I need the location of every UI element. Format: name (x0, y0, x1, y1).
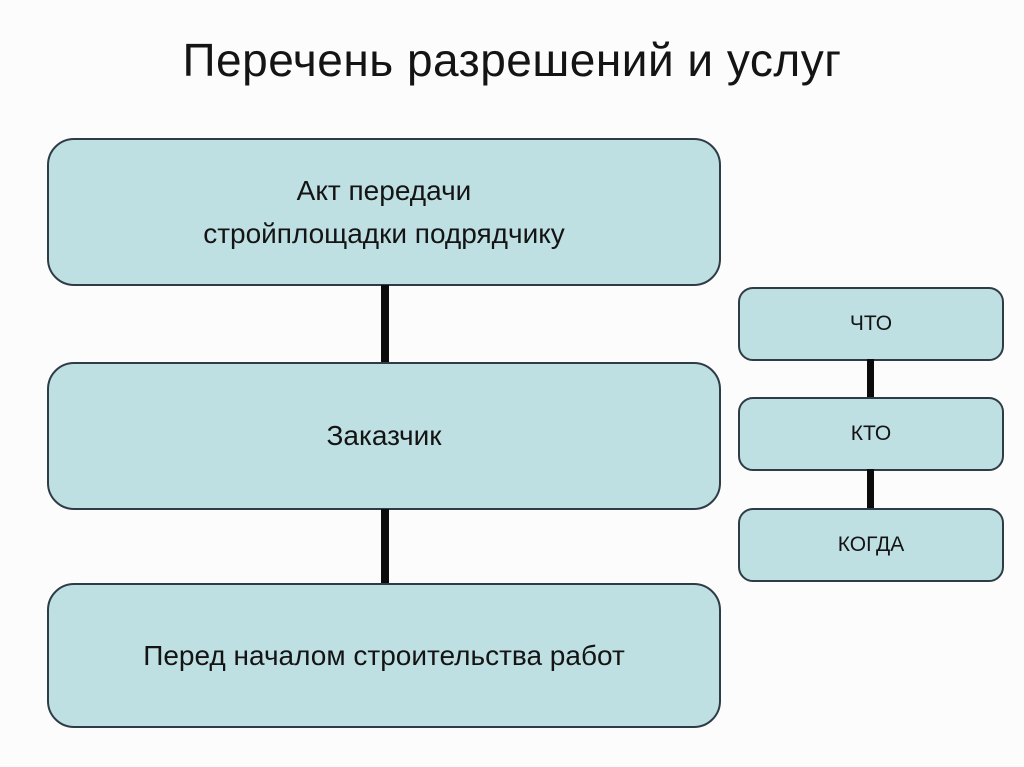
legend-box-when-label: КОГДА (837, 533, 905, 556)
legend-box-who: КТО (738, 397, 1004, 471)
flow-box-customer-label: Заказчик (326, 420, 442, 452)
connector-act-to-customer (381, 285, 389, 364)
slide-title: Перечень разрешений и услуг (182, 34, 842, 86)
flow-box-act-transfer-line2: стройплощадки подрядчику (203, 218, 565, 249)
connector-what-to-who (867, 359, 874, 399)
flow-box-customer: Заказчик (47, 362, 721, 510)
legend-box-what: ЧТО (738, 287, 1004, 361)
flow-box-before-start: Перед началом строительства работ (47, 583, 721, 728)
legend-box-what-label: ЧТО (849, 312, 893, 335)
flow-box-act-transfer: Акт передачи стройплощадки подрядчику (47, 138, 721, 286)
legend-box-who-label: КТО (850, 422, 892, 445)
flow-box-act-transfer-line1: Акт передачи (296, 174, 472, 206)
connector-who-to-when (867, 469, 874, 510)
connector-customer-to-before (381, 509, 389, 585)
flow-box-before-start-label: Перед началом строительства работ (143, 639, 625, 671)
legend-box-when: КОГДА (738, 508, 1004, 582)
